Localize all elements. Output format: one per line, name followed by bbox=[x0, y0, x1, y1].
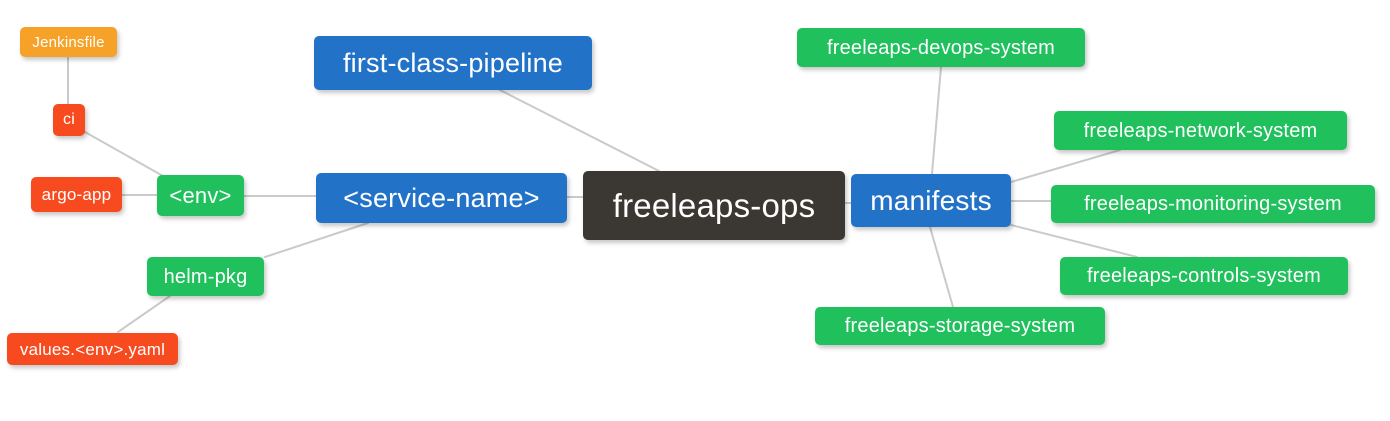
node-jenkinsfile[interactable]: Jenkinsfile bbox=[20, 27, 117, 57]
node-label: freeleaps-network-system bbox=[1083, 119, 1318, 142]
edge-first-class-pipeline-to-freeleaps-ops bbox=[499, 89, 660, 172]
node-label: freeleaps-controls-system bbox=[1087, 265, 1321, 287]
node-freeleaps-storage-system[interactable]: freeleaps-storage-system bbox=[815, 307, 1105, 345]
edge-values-env-yaml-to-helm-pkg bbox=[117, 295, 171, 333]
node-label: freeleaps-devops-system bbox=[826, 36, 1056, 59]
node-freeleaps-controls-system[interactable]: freeleaps-controls-system bbox=[1060, 257, 1348, 295]
node-helm-pkg[interactable]: helm-pkg bbox=[147, 257, 264, 296]
node-values-env-yaml[interactable]: values.<env>.yaml bbox=[7, 333, 178, 365]
node-label: first-class-pipeline bbox=[342, 47, 564, 78]
node-label: freeleaps-storage-system bbox=[844, 315, 1076, 337]
edge-manifests-to-freeleaps-devops-system bbox=[931, 66, 942, 175]
node-env[interactable]: <env> bbox=[157, 175, 244, 216]
node-label: Jenkinsfile bbox=[32, 33, 105, 51]
node-label: manifests bbox=[870, 184, 992, 216]
edge-helm-pkg-to-service-name bbox=[264, 222, 369, 258]
node-first-class-pipeline[interactable]: first-class-pipeline bbox=[314, 36, 592, 90]
node-argo-app[interactable]: argo-app bbox=[31, 177, 122, 212]
node-label: freeleaps-monitoring-system bbox=[1084, 193, 1342, 215]
node-service-name[interactable]: <service-name> bbox=[316, 173, 567, 223]
edge-ci-to-env bbox=[84, 131, 164, 177]
node-label: <service-name> bbox=[343, 182, 540, 213]
node-freeleaps-ops[interactable]: freeleaps-ops bbox=[583, 171, 845, 240]
edge-manifests-to-freeleaps-controls-system bbox=[1010, 224, 1138, 258]
node-label: values.<env>.yaml bbox=[19, 339, 166, 359]
node-label: ci bbox=[63, 111, 75, 128]
node-label: helm-pkg bbox=[163, 265, 248, 288]
node-freeleaps-devops-system[interactable]: freeleaps-devops-system bbox=[797, 28, 1085, 67]
node-label: freeleaps-ops bbox=[612, 187, 816, 224]
edge-manifests-to-freeleaps-network-system bbox=[1010, 149, 1121, 183]
node-freeleaps-network-system[interactable]: freeleaps-network-system bbox=[1054, 111, 1347, 150]
node-ci[interactable]: ci bbox=[53, 104, 85, 136]
node-freeleaps-monitoring-system[interactable]: freeleaps-monitoring-system bbox=[1051, 185, 1375, 223]
node-label: <env> bbox=[169, 182, 232, 208]
node-manifests[interactable]: manifests bbox=[851, 174, 1011, 227]
node-label: argo-app bbox=[41, 185, 112, 204]
edge-manifests-to-freeleaps-storage-system bbox=[929, 226, 954, 308]
